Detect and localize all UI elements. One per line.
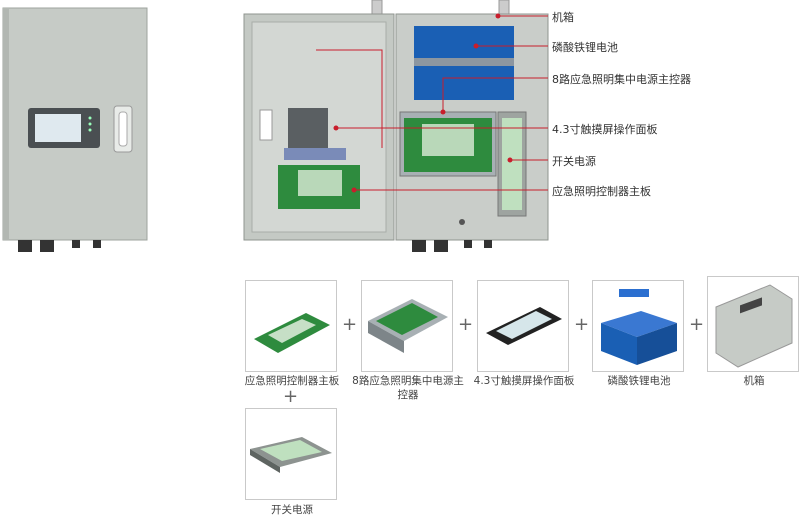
component-card-enclosure — [707, 276, 799, 372]
callout-touch-panel: 4.3寸触摸屏操作面板 — [552, 123, 658, 136]
mainboard-image — [254, 313, 330, 353]
component-card-mainboard — [245, 280, 337, 372]
caption-psu: 开关电源 — [271, 504, 313, 516]
open-cabinet-illustration — [243, 0, 549, 252]
caption-controller: 8路应急照明集中电源主控器 — [352, 375, 464, 401]
component-card-psu — [245, 408, 337, 500]
touch-panel-image — [486, 307, 562, 345]
caption-touch-panel: 4.3寸触摸屏操作面板 — [473, 375, 575, 387]
caption-battery: 磷酸铁锂电池 — [607, 375, 671, 387]
plus-sign: + — [342, 314, 358, 335]
caption-enclosure: 机箱 — [743, 375, 765, 387]
callout-psu: 开关电源 — [552, 155, 596, 168]
battery-image — [601, 289, 677, 365]
plus-sign: + — [458, 314, 474, 335]
callout-mainboard: 应急照明控制器主板 — [552, 185, 651, 198]
component-card-touch-panel — [477, 280, 569, 372]
plus-sign: + — [283, 386, 299, 407]
callout-controller: 8路应急照明集中电源主控器 — [552, 73, 691, 86]
enclosure-image — [715, 284, 793, 368]
psu-image — [250, 437, 332, 473]
callout-battery: 磷酸铁锂电池 — [552, 41, 618, 54]
component-card-controller — [361, 280, 453, 372]
controller-image — [368, 299, 448, 353]
caption-mainboard: 应急照明控制器主板 — [244, 375, 340, 387]
closed-cabinet-illustration — [2, 7, 148, 252]
plus-sign: + — [689, 314, 705, 335]
callout-lines — [316, 13, 548, 193]
callout-enclosure: 机箱 — [552, 11, 574, 24]
component-card-battery — [592, 280, 684, 372]
plus-sign: + — [574, 314, 590, 335]
